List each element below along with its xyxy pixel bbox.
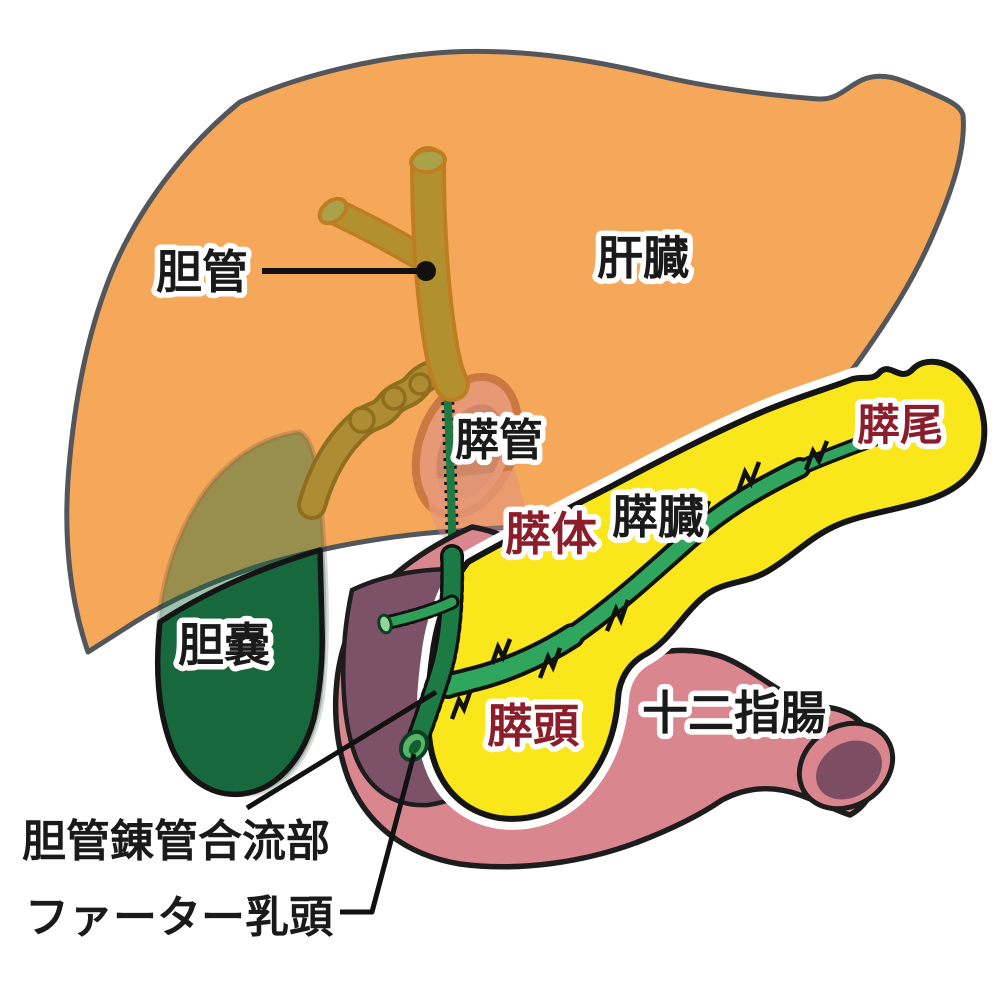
label-papilla-of-vater: ファーター乳頭 (25, 892, 334, 943)
pancreas-shape (416, 350, 996, 830)
label-gallbladder: 胆嚢 (178, 618, 270, 672)
vater-leader (340, 753, 417, 915)
cystic-duct (297, 358, 461, 520)
label-duodenum: 十二指腸 (642, 686, 826, 740)
label-pancreas-head: 膵頭 (487, 699, 580, 753)
bile-duct-leader-dot (416, 261, 436, 281)
label-duct-confluence: 胆管錬管合流部 (22, 816, 330, 867)
hepatic-duct-opening (409, 147, 447, 175)
hidden-duct-upper (440, 385, 459, 560)
gallbladder-shape (155, 547, 325, 798)
papilla-of-vater (398, 729, 430, 763)
minor-papilla-opening (377, 613, 393, 635)
label-pancreatic-duct: 膵管 (455, 415, 543, 466)
common-bile-duct-lower (407, 544, 465, 748)
leader-lines (245, 261, 438, 915)
duct-branch-spikes (449, 414, 888, 720)
label-bile-duct: 胆管 (156, 245, 248, 299)
label-pancreas: 膵臓 (612, 490, 704, 544)
label-pancreas-tail: 膵尾 (857, 401, 943, 451)
duodenum-cut-lumen (816, 740, 882, 800)
pancreatic-duct (435, 410, 936, 699)
bile-duct-tree (317, 146, 470, 402)
hepatic-branch-opening (317, 196, 349, 226)
confluence-leader (245, 689, 438, 811)
accessory-duct (377, 594, 460, 635)
label-pancreas-body: 膵体 (505, 507, 597, 561)
label-liver: 肝臓 (597, 231, 689, 285)
